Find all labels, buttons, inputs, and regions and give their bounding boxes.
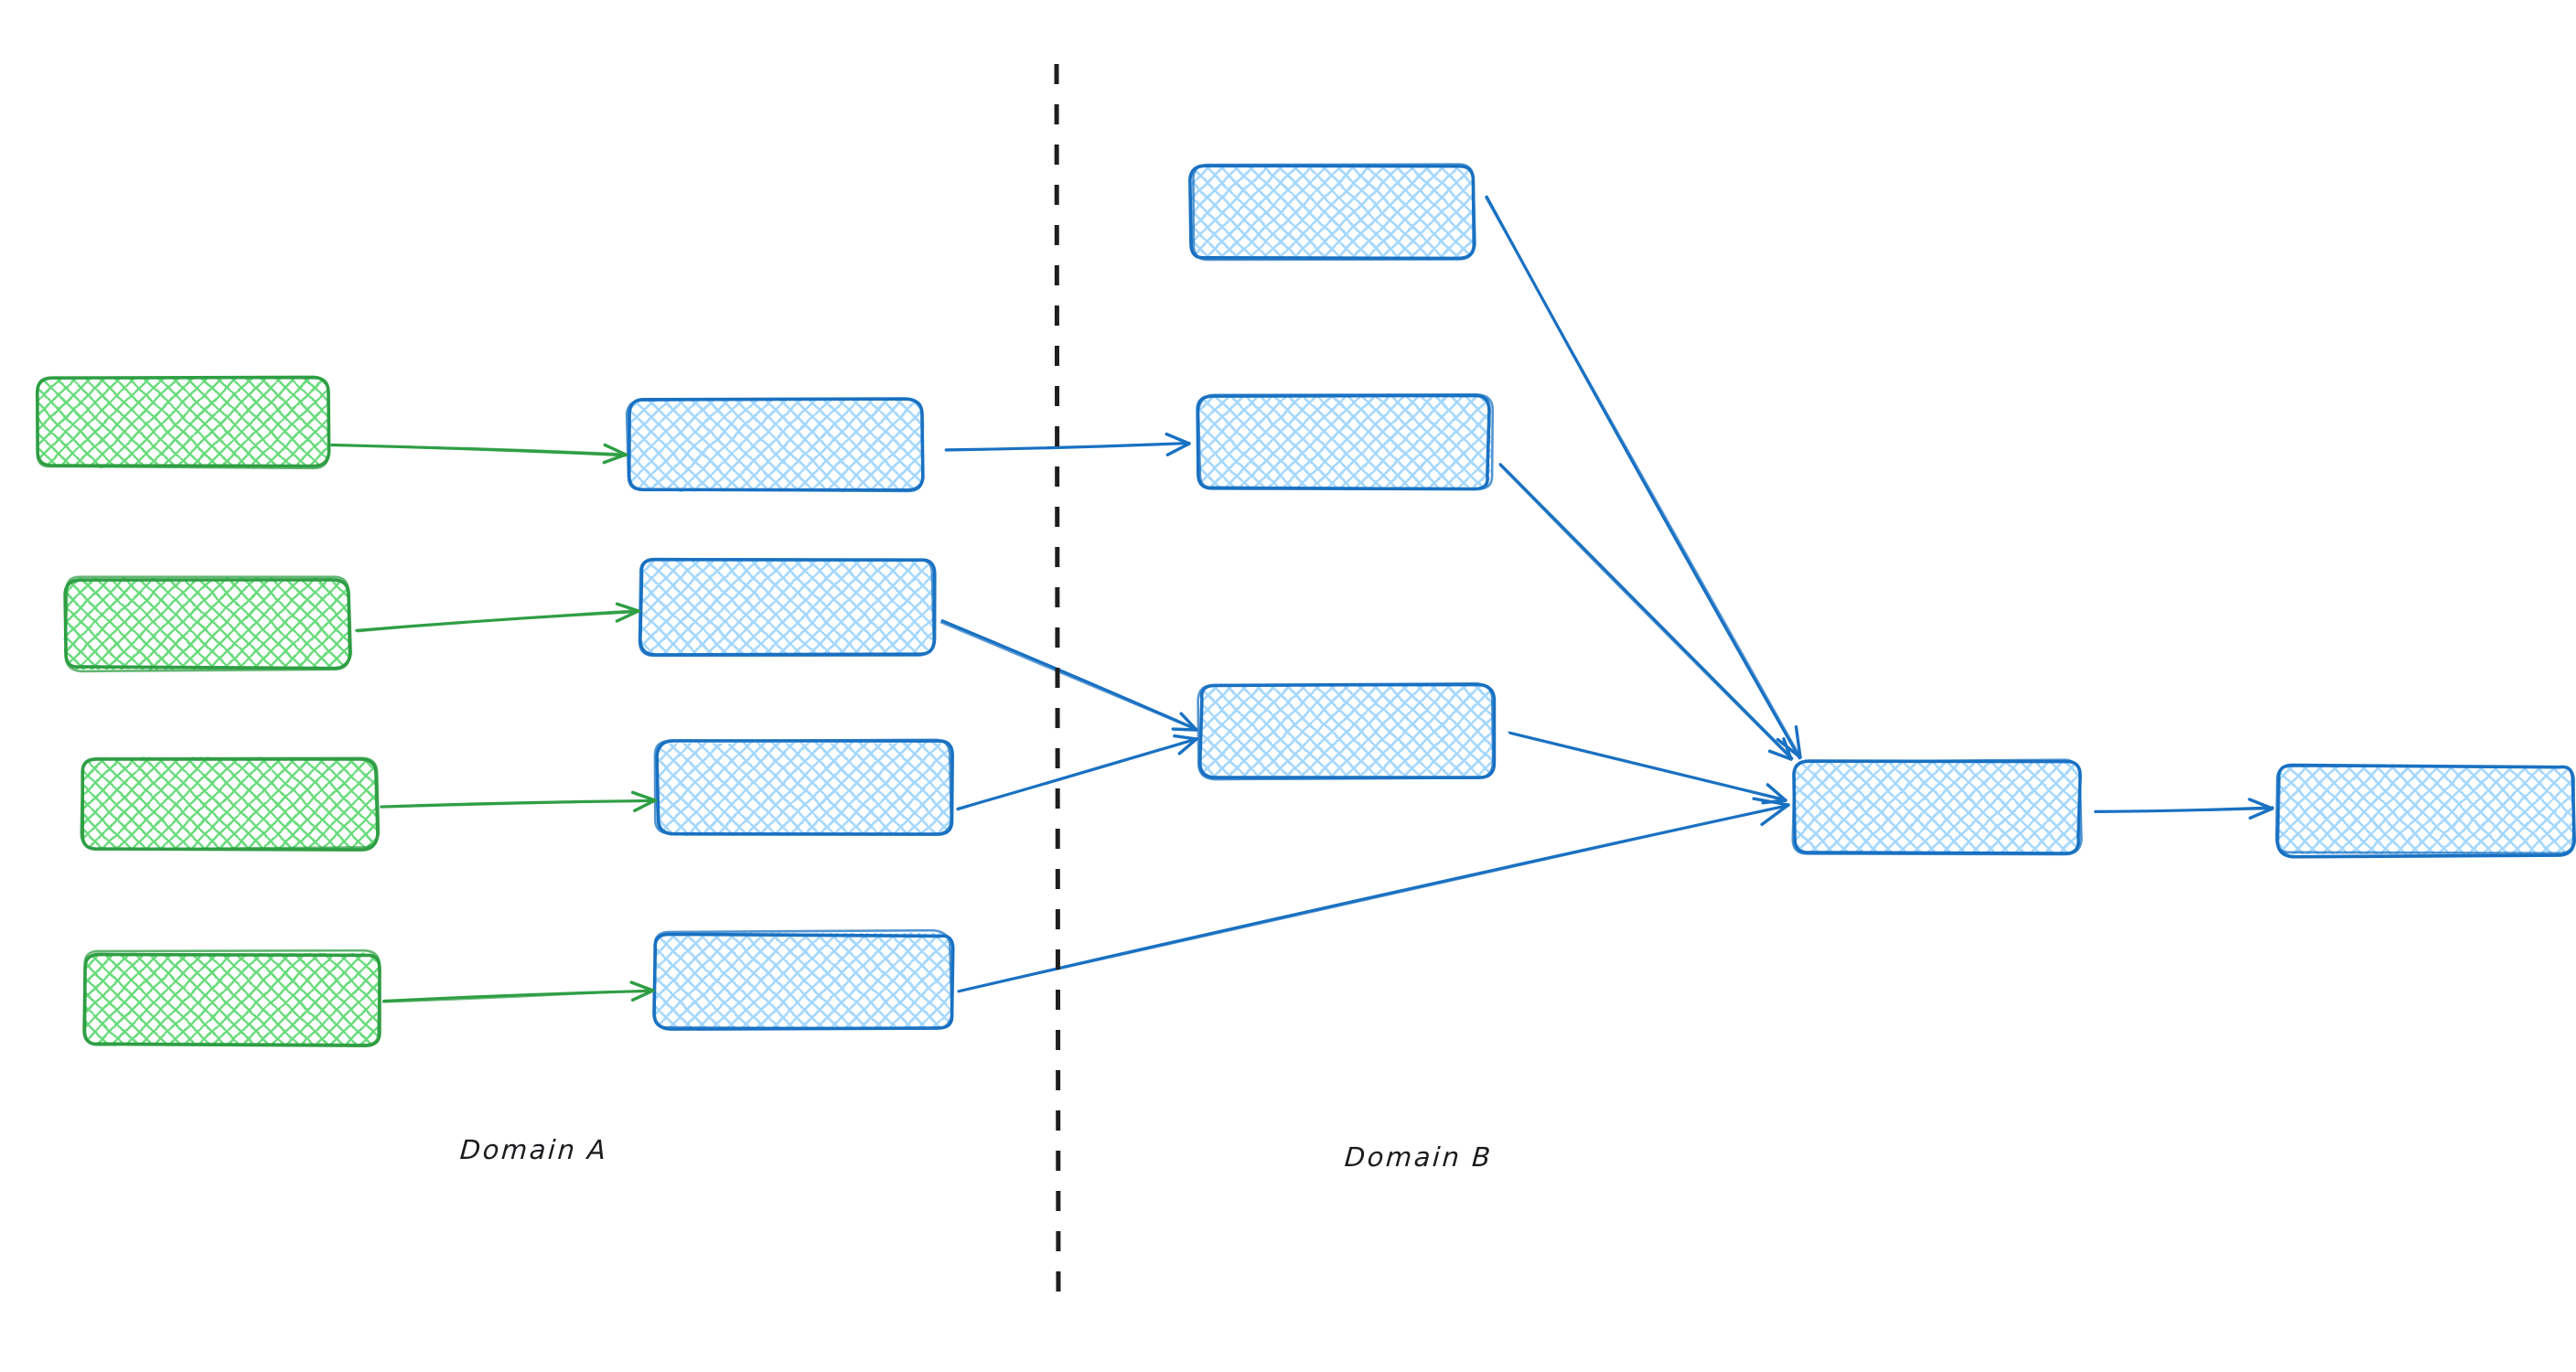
edge-line: [1498, 464, 1793, 760]
edge-c3-d1[interactable]: [1508, 731, 1787, 805]
domain-separator: [1054, 63, 1061, 1304]
node-outline: [653, 928, 953, 1030]
node-b1[interactable]: [625, 397, 925, 493]
edge-a1-b1[interactable]: [329, 443, 628, 465]
node-b4[interactable]: [652, 928, 955, 1031]
edge-d1-e1[interactable]: [2094, 798, 2274, 820]
arrow-head: [1760, 803, 1790, 827]
arrow-head: [1782, 737, 1793, 761]
node-e1[interactable]: [2275, 763, 2576, 859]
edge-line: [956, 737, 1197, 811]
arrow-head: [1766, 783, 1787, 802]
arrow-head: [1165, 432, 1191, 445]
edge-b1-c2[interactable]: [944, 432, 1191, 456]
arrow-head: [1794, 724, 1802, 759]
node-outline: [638, 557, 935, 658]
arrow-head: [629, 981, 655, 992]
edge-line: [940, 619, 1198, 731]
node-outline: [1791, 758, 2083, 856]
edge-c2-d1[interactable]: [1498, 463, 1794, 761]
node-outline: [82, 949, 381, 1046]
node-outline: [36, 376, 330, 470]
node-fill: [64, 578, 349, 670]
node-b3[interactable]: [653, 738, 954, 836]
node-d1[interactable]: [1791, 758, 2083, 856]
edge-line: [1498, 463, 1794, 760]
node-fill: [1192, 166, 1474, 258]
node-fill: [1200, 684, 1493, 777]
node-fill: [1793, 761, 2081, 853]
edge-line: [381, 799, 657, 809]
edge-a4-b4[interactable]: [381, 981, 655, 1003]
arrow-head: [1165, 442, 1191, 456]
node-outline: [64, 575, 351, 673]
node-a3[interactable]: [80, 756, 381, 852]
edge-c1-d1[interactable]: [1485, 195, 1802, 760]
arrow-head: [602, 453, 628, 465]
edge-line: [381, 989, 654, 1003]
arrow-head: [633, 799, 657, 812]
node-b2[interactable]: [638, 557, 937, 658]
arrow-head: [630, 790, 657, 802]
node-fill: [657, 743, 951, 835]
node-a2[interactable]: [63, 575, 352, 673]
edge-line: [1485, 197, 1802, 759]
domain-b-label: Domain B: [1343, 1142, 1494, 1173]
node-fill: [85, 953, 378, 1045]
node-outline: [80, 756, 381, 851]
nodes-layer: [36, 163, 2576, 1048]
node-outline: [1197, 683, 1495, 781]
node-fill: [2278, 766, 2572, 854]
arrow-head: [1171, 727, 1198, 732]
edge-line: [2094, 808, 2273, 814]
edge-b2-c3[interactable]: [939, 619, 1198, 732]
node-outline: [1197, 393, 1495, 490]
node-outline: [2275, 765, 2576, 855]
node-c1[interactable]: [1188, 163, 1476, 262]
edge-line: [1508, 731, 1787, 802]
edge-a2-b2[interactable]: [355, 602, 641, 633]
edge-line: [329, 444, 627, 456]
edge-b4-d1[interactable]: [957, 797, 1790, 993]
arrow-head: [615, 602, 640, 613]
arrow-head: [630, 989, 655, 1002]
edge-line: [356, 609, 639, 633]
arrow-head: [2248, 798, 2274, 810]
edge-b3-c3[interactable]: [956, 734, 1199, 811]
edge-line: [939, 621, 1197, 731]
edge-line: [958, 804, 1789, 992]
node-fill: [628, 400, 924, 491]
node-outline: [625, 397, 924, 493]
arrow-head: [615, 609, 640, 623]
node-outline: [1192, 163, 1476, 262]
node-c2[interactable]: [1196, 393, 1495, 491]
divider-layer: [1054, 63, 1061, 1304]
edge-line: [945, 442, 1190, 452]
node-fill: [37, 378, 329, 467]
arrow-head: [1767, 749, 1793, 761]
arrow-head: [1173, 734, 1198, 741]
arrow-head: [1776, 737, 1802, 759]
node-fill: [82, 757, 377, 849]
arrow-head: [2249, 807, 2274, 820]
edges-layer: [329, 195, 2274, 1003]
arrow-head: [1179, 712, 1198, 732]
node-fill: [654, 933, 951, 1027]
arrow-head: [1177, 737, 1198, 756]
node-a1[interactable]: [36, 375, 331, 470]
arrow-head: [603, 443, 628, 456]
domain-a-label: Domain A: [458, 1134, 609, 1165]
node-c3[interactable]: [1197, 682, 1497, 781]
edge-a3-b3[interactable]: [380, 790, 658, 812]
node-a4[interactable]: [82, 949, 381, 1048]
node-fill: [640, 561, 933, 654]
node-fill: [1198, 395, 1491, 488]
arrow-head: [1761, 799, 1787, 805]
node-outline: [653, 738, 952, 836]
